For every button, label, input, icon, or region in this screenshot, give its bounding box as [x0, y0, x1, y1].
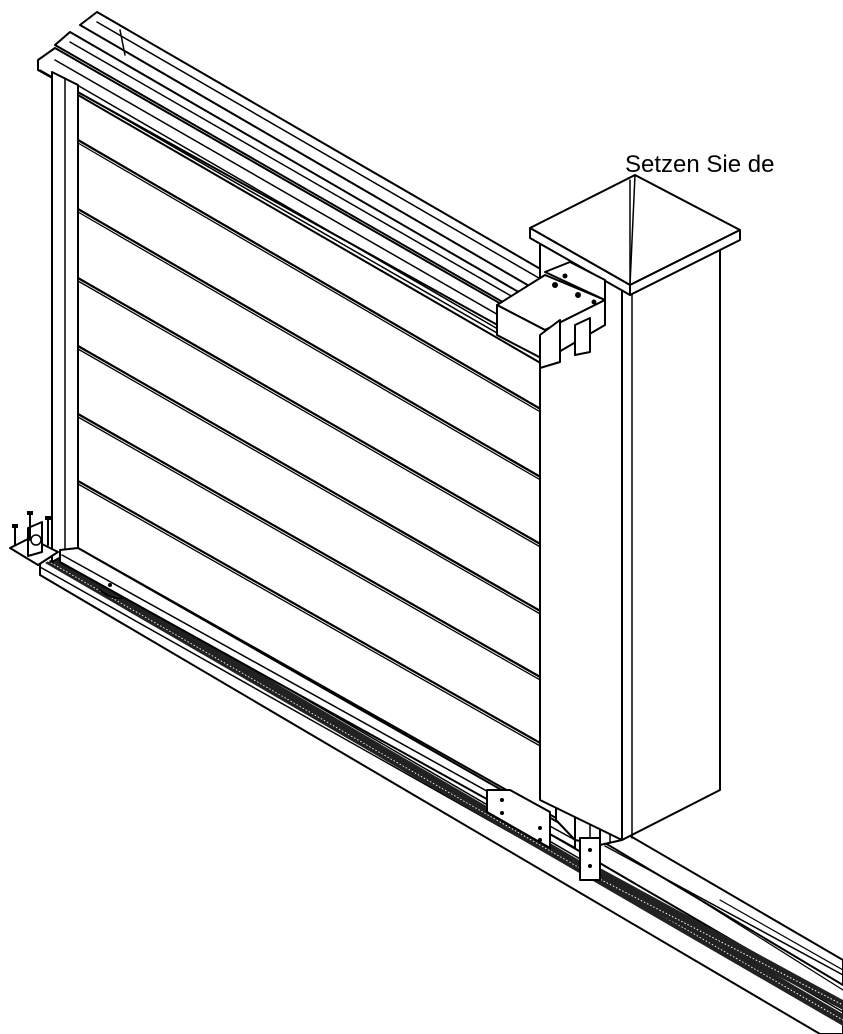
instruction-caption: Setzen Sie de [625, 151, 775, 178]
gear-rack [45, 556, 843, 1026]
guide-bracket [496, 261, 606, 369]
top-guide-rails [37, 11, 626, 376]
screws [12, 511, 51, 546]
gate-post [539, 237, 721, 841]
motor-mount-plate [486, 789, 601, 881]
end-stop-bracket [9, 521, 59, 566]
gate-wheel [99, 583, 125, 600]
post-cap [529, 174, 741, 296]
